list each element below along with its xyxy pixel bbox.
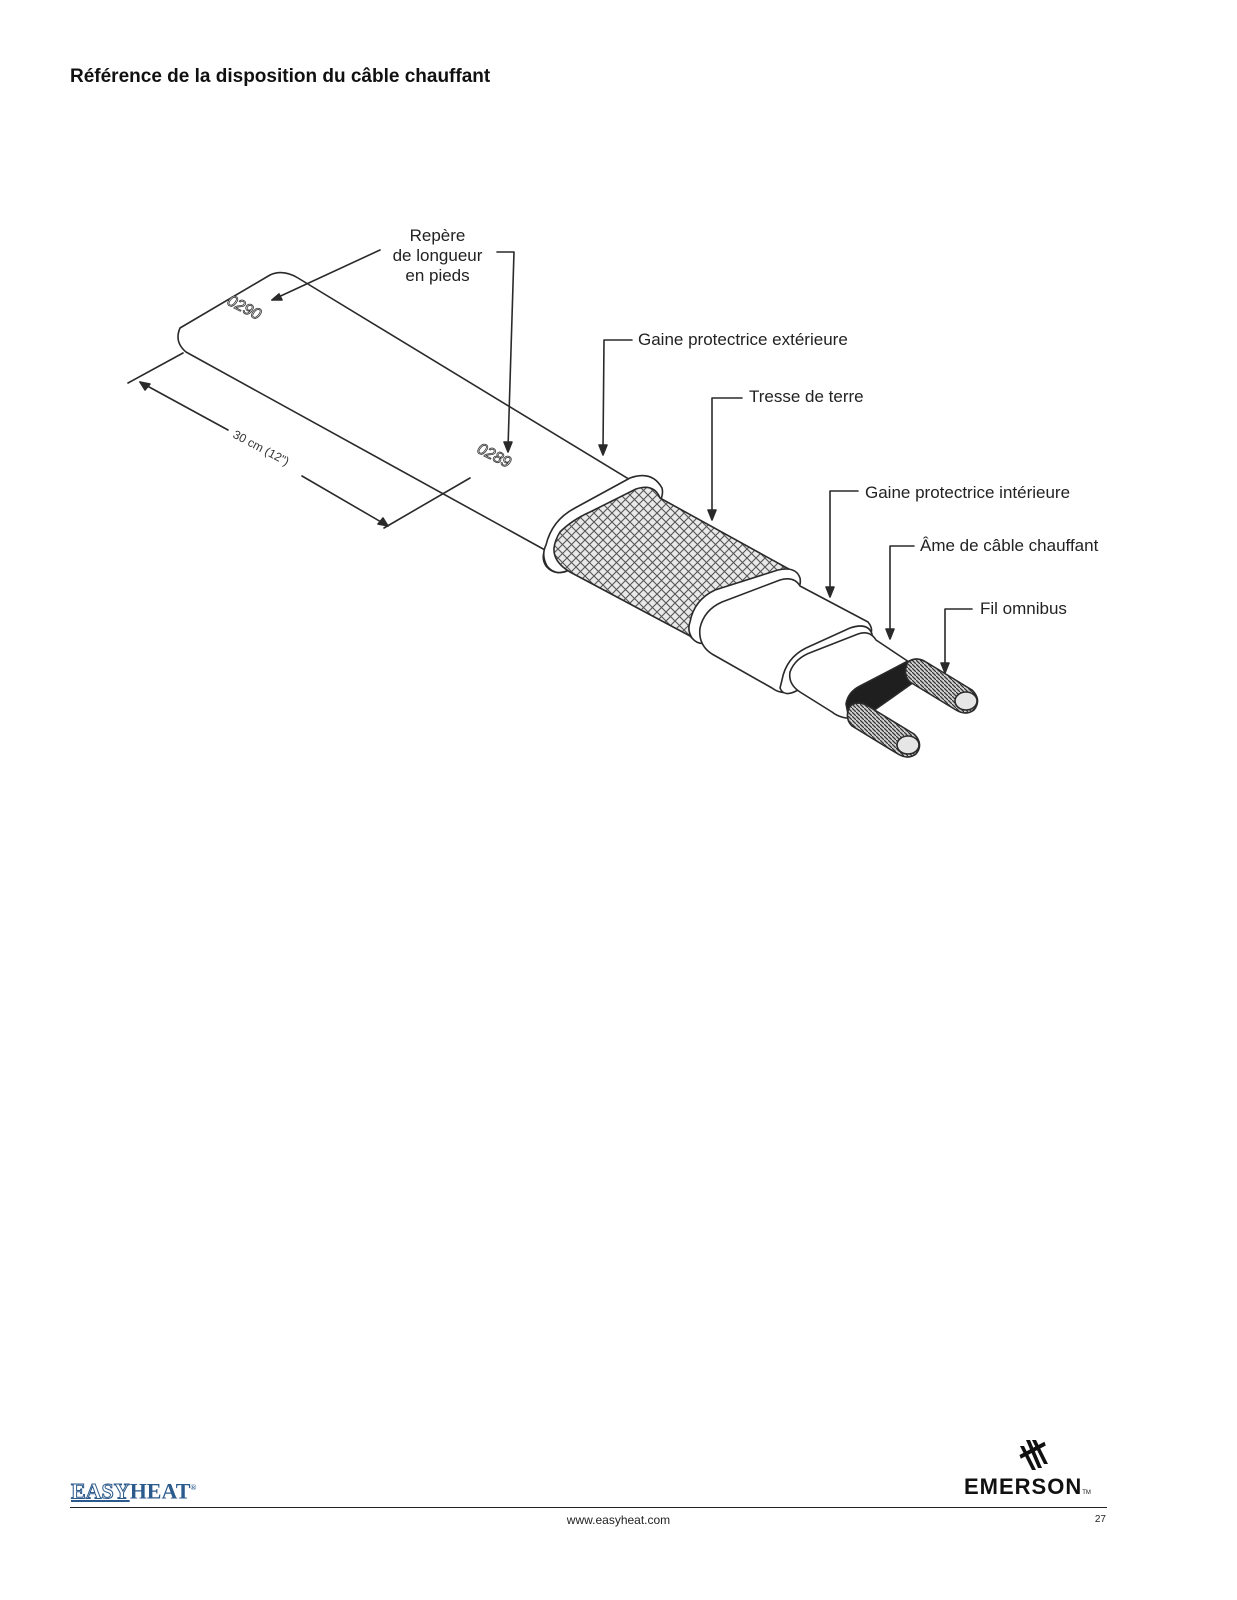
callout-length-marker-line2: de longueur <box>392 246 483 265</box>
page-number: 27 <box>1094 1514 1106 1525</box>
footer-divider <box>70 1507 1107 1508</box>
callout-bus-wire: Fil omnibus <box>980 599 1067 618</box>
emerson-logo-tm: TM <box>1082 1490 1091 1496</box>
footer-url: www.easyheat.com <box>566 1513 671 1527</box>
callout-length-marker: Repère de longueur en pieds <box>380 226 495 286</box>
callout-inner-jacket: Gaine protectrice intérieure <box>865 483 1071 502</box>
callout-length-marker-line3: en pieds <box>405 266 470 285</box>
heating-cable-diagram: 0290 0289 30 cm (12") <box>127 249 979 758</box>
callout-ground-braid: Tresse de terre <box>749 387 864 406</box>
callout-outer-jacket: Gaine protectrice extérieure <box>638 330 848 349</box>
easyheat-logo-easy: EASY <box>71 1478 131 1504</box>
emerson-logo-text: EMERSON <box>964 1474 1083 1499</box>
dimension-label: 30 cm (12") <box>231 427 292 468</box>
callout-heating-core: Âme de câble chauffant <box>920 536 1099 555</box>
easyheat-logo-reg: ® <box>190 1483 197 1492</box>
page-title: Référence de la disposition du câble cha… <box>70 66 491 87</box>
emerson-logo: EMERSONTM <box>964 1474 1091 1500</box>
easyheat-logo-heat: HEAT <box>129 1478 191 1504</box>
emerson-symbol-icon <box>1019 1440 1048 1470</box>
callout-length-marker-line1: Repère <box>409 226 466 245</box>
easyheat-logo: EASYHEAT® <box>71 1476 197 1504</box>
